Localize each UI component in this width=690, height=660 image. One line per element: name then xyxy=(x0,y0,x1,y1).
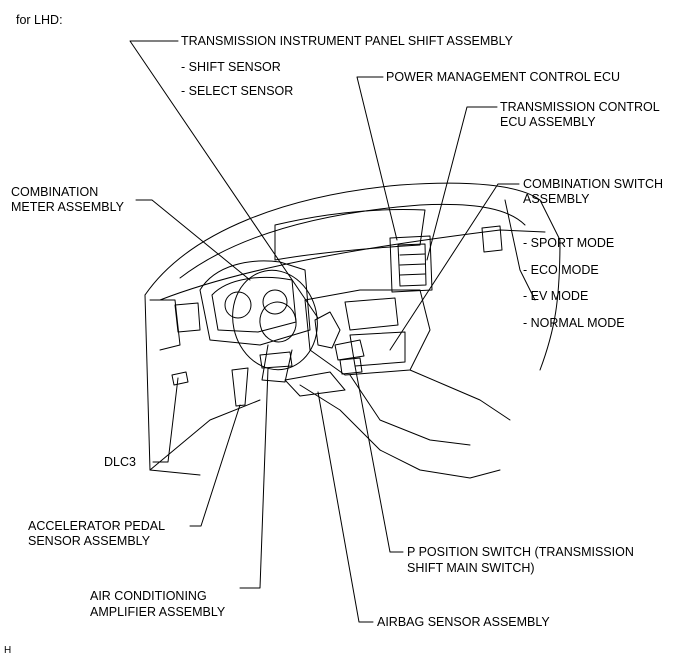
label-ac-amp-2: AMPLIFIER ASSEMBLY xyxy=(90,605,226,619)
left-vent xyxy=(174,302,201,333)
center-stack xyxy=(304,289,431,376)
ecu-rib-1 xyxy=(399,253,426,256)
dlc3-connector xyxy=(171,371,189,386)
center-screen xyxy=(344,297,399,331)
right-vent xyxy=(481,225,503,253)
leader-trans-ecu xyxy=(426,106,498,261)
label-accel-2: SENSOR ASSEMBLY xyxy=(28,534,151,548)
label-combo-meter-2: METER ASSEMBLY xyxy=(11,200,124,214)
meter-hood xyxy=(199,260,311,346)
meter-face xyxy=(211,276,297,333)
a-pillar-right xyxy=(504,199,536,301)
steering-wheel xyxy=(232,269,318,371)
center-panel xyxy=(349,331,406,367)
ecu-block-inner xyxy=(397,243,427,287)
label-normal-mode: - NORMAL MODE xyxy=(523,316,625,330)
console-tunnel xyxy=(349,374,471,446)
leader-shift-assembly xyxy=(129,40,319,319)
leader-power-mgmt xyxy=(356,76,398,241)
ecu-rib-3 xyxy=(399,273,426,276)
floor-console xyxy=(299,384,501,479)
label-ev-mode: - EV MODE xyxy=(523,289,589,303)
label-airbag: AIRBAG SENSOR ASSEMBLY xyxy=(377,615,550,629)
leader-combo-switch xyxy=(389,183,520,351)
label-trans-ecu-2: ECU ASSEMBLY xyxy=(500,115,596,129)
p-switch xyxy=(339,357,363,375)
label-dlc3: DLC3 xyxy=(104,455,136,469)
ecu-block xyxy=(389,235,433,293)
ac-amplifier xyxy=(259,351,293,369)
label-combo-switch-2: ASSEMBLY xyxy=(523,192,590,206)
floor-front xyxy=(149,399,261,471)
leader-p-switch xyxy=(354,365,404,553)
label-select-sensor: - SELECT SENSOR xyxy=(181,84,294,98)
leader-ac-amp xyxy=(239,367,269,589)
windshield-inner xyxy=(179,203,526,279)
label-p-switch-2: SHIFT MAIN SWITCH) xyxy=(407,561,535,575)
label-p-switch-1: P POSITION SWITCH (TRANSMISSION xyxy=(407,545,634,559)
ecu-rib-2 xyxy=(399,263,426,266)
leader-airbag xyxy=(317,391,374,623)
shift-lever xyxy=(314,311,341,349)
label-shift-sensor: - SHIFT SENSOR xyxy=(181,60,281,74)
left-door-edge xyxy=(144,294,201,476)
left-lower-dash xyxy=(149,299,181,351)
accelerator-pedal xyxy=(231,367,249,407)
leader-dlc3 xyxy=(152,377,179,463)
variant-label: for LHD: xyxy=(16,13,63,27)
leader-accel xyxy=(189,404,241,527)
label-trans-ecu-1: TRANSMISSION CONTROL xyxy=(500,100,660,114)
label-eco-mode: - ECO MODE xyxy=(523,263,599,277)
meter-dial-left xyxy=(224,291,252,319)
windshield-outline xyxy=(144,182,561,371)
combo-switch xyxy=(334,339,365,361)
steering-column xyxy=(261,344,293,383)
steering-hub xyxy=(259,301,297,343)
label-sport-mode: - SPORT MODE xyxy=(523,236,615,250)
label-ac-amp-1: AIR CONDITIONING xyxy=(90,589,207,603)
airbag-sensor xyxy=(284,371,346,397)
console-side xyxy=(409,369,511,421)
label-accel-1: ACCELERATOR PEDAL xyxy=(28,519,166,533)
footer-code: H xyxy=(4,645,12,656)
label-combo-switch-1: COMBINATION SWITCH xyxy=(523,177,664,191)
dash-top-line xyxy=(159,229,546,301)
label-shift-assembly: TRANSMISSION INSTRUMENT PANEL SHIFT ASSE… xyxy=(181,34,514,48)
roof-panel xyxy=(274,209,426,261)
meter-dial-right xyxy=(262,289,288,315)
label-power-mgmt: POWER MANAGEMENT CONTROL ECU xyxy=(386,70,621,84)
leader-combo-meter xyxy=(135,199,251,281)
label-combo-meter-1: COMBINATION xyxy=(11,185,99,199)
